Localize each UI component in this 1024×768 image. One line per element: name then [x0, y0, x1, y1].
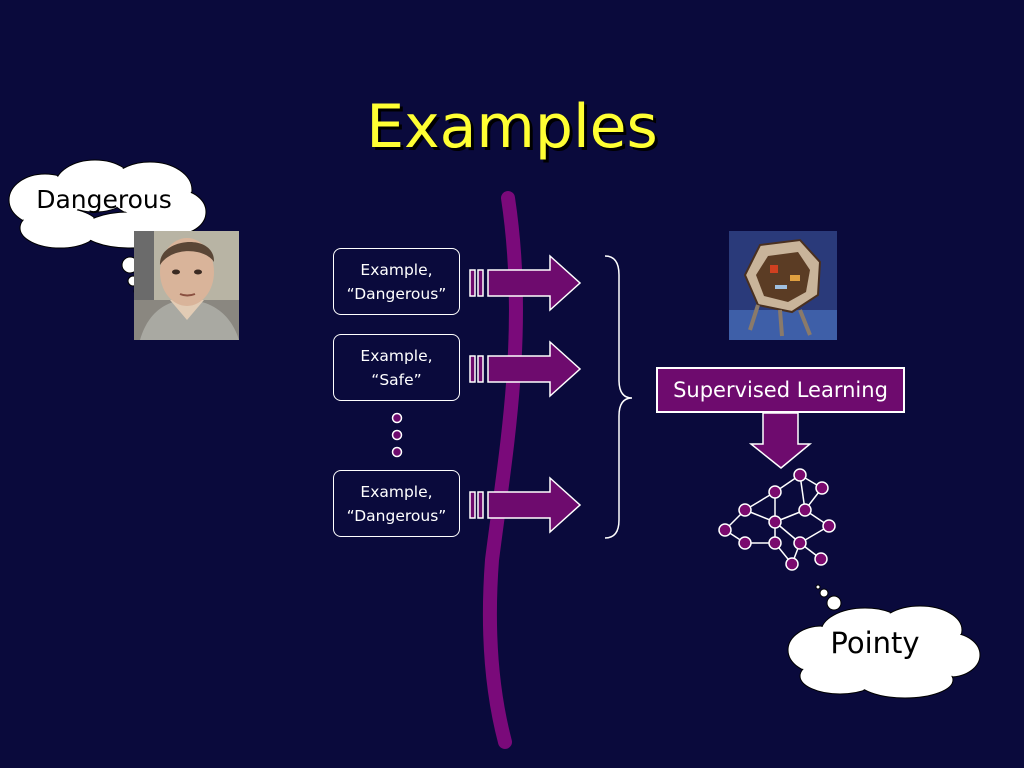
slide-title: Examples	[366, 92, 658, 162]
example-2-label: Example,	[360, 346, 433, 365]
example-box-1: Example, “Dangerous”	[333, 248, 460, 315]
curly-brace	[604, 255, 633, 539]
example-box-2: Example, “Safe”	[333, 334, 460, 401]
down-arrow	[748, 412, 813, 469]
thought-text-left: Dangerous	[36, 185, 172, 214]
ellipsis-dots	[391, 412, 403, 458]
supervised-learning-box: Supervised Learning	[656, 367, 905, 413]
example-1-class: “Dangerous”	[346, 284, 447, 303]
neural-network	[718, 468, 836, 571]
example-box-3: Example, “Dangerous”	[333, 470, 460, 537]
robot-photo	[729, 231, 837, 340]
example-2-class: “Safe”	[371, 370, 422, 389]
arrow-3	[469, 476, 582, 534]
example-3-class: “Dangerous”	[346, 506, 447, 525]
person-photo	[134, 231, 239, 340]
example-3-label: Example,	[360, 482, 433, 501]
thought-bubble-left	[8, 159, 207, 295]
example-1-label: Example,	[360, 260, 433, 279]
arrow-2	[469, 340, 582, 398]
arrow-1	[469, 254, 582, 312]
divider-curve	[482, 191, 524, 749]
thought-text-right: Pointy	[830, 626, 920, 660]
thought-bubble-right	[787, 584, 981, 699]
